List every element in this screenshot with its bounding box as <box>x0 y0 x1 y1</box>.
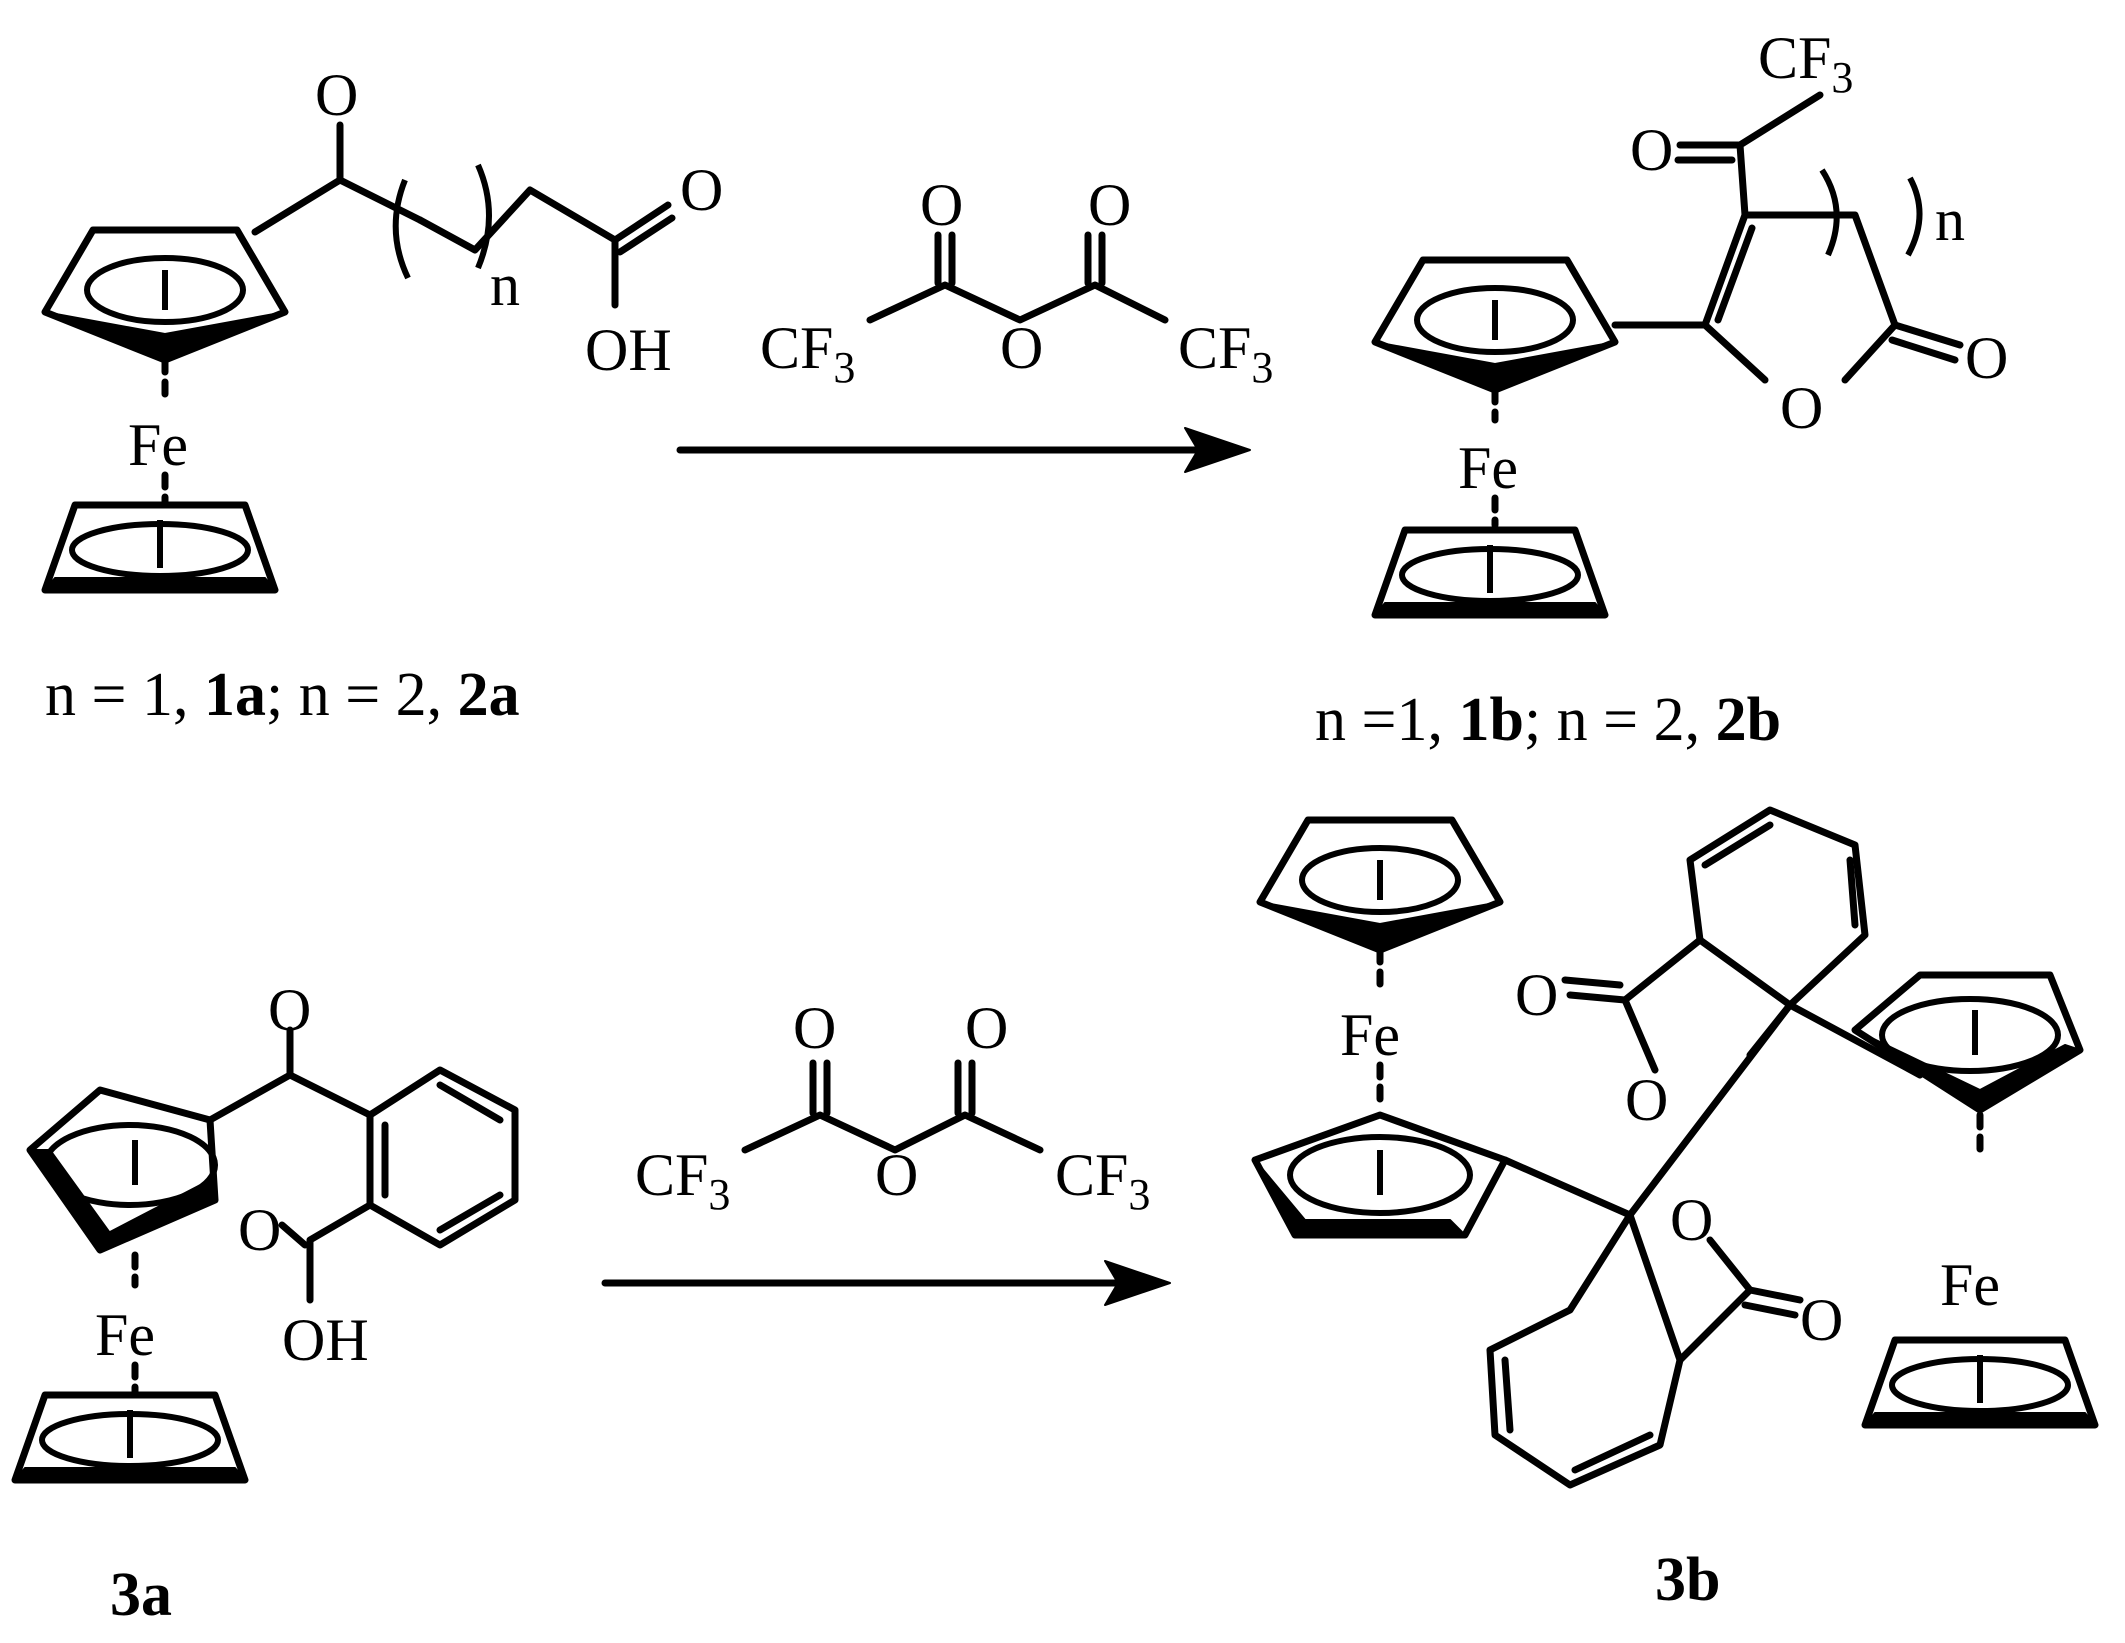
ketone-oxygen: O <box>315 62 358 128</box>
iron-atom: Fe <box>1458 435 1518 501</box>
lower-ring-oxygen: O <box>1670 1187 1713 1253</box>
reagent-tfaa-bottom: O O CF3 O CF3 <box>635 995 1150 1219</box>
reagent-tfaa-top: O O CF3 O CF3 <box>760 172 1273 392</box>
label-1a-2a: n = 1, 1a; n = 2, 2a <box>45 661 520 729</box>
structure-1b-2b: Fe O O n O CF3 <box>1375 25 2008 615</box>
iron-atom-right: Fe <box>1940 1252 2000 1318</box>
cf3-right: CF3 <box>1055 1142 1150 1219</box>
iron-atom: Fe <box>95 1302 155 1368</box>
lactone-carbonyl-oxygen: O <box>1965 325 2008 391</box>
ring-oxygen: O <box>1780 375 1823 441</box>
reaction-arrow-top <box>676 427 1251 473</box>
tfaa-oxygen-1: O <box>793 995 836 1061</box>
acid-oxygen: O <box>680 157 723 223</box>
upper-ring-oxygen: O <box>1625 1067 1668 1133</box>
ketone-oxygen: O <box>268 977 311 1043</box>
lower-carbonyl-oxygen: O <box>1800 1287 1843 1353</box>
tfaa-oxygen-2: O <box>1088 172 1131 238</box>
upper-carbonyl-oxygen: O <box>1515 962 1558 1028</box>
label-1b-2b: n =1, 1b; n = 2, 2b <box>1315 686 1781 754</box>
label-3a: 3a <box>110 1561 172 1629</box>
acyl-oxygen: O <box>1630 117 1673 183</box>
anhydride-oxygen: O <box>1000 315 1043 381</box>
repeat-n: n <box>1935 187 1965 253</box>
cf3-right: CF3 <box>1178 315 1273 392</box>
structure-3b: Fe O O Fe O O <box>1251 806 2095 1489</box>
cf3-acyl: CF3 <box>1758 25 1853 102</box>
structure-3a: Fe O O OH <box>15 977 519 1480</box>
iron-atom: Fe <box>128 412 188 478</box>
repeat-n: n <box>490 252 520 318</box>
anhydride-oxygen: O <box>875 1142 918 1208</box>
acid-oh: OH <box>585 317 672 383</box>
iron-atom-left: Fe <box>1340 1002 1400 1068</box>
structure-1a-2a: Fe O n O OH <box>45 62 723 590</box>
acid-oxygen: O <box>238 1197 281 1263</box>
label-3b: 3b <box>1655 1546 1720 1614</box>
tfaa-oxygen-1: O <box>920 172 963 238</box>
cf3-left: CF3 <box>760 315 855 392</box>
reaction-arrow-bottom <box>601 1260 1171 1306</box>
cf3-left: CF3 <box>635 1142 730 1219</box>
acid-oh: OH <box>282 1307 369 1373</box>
tfaa-oxygen-2: O <box>965 995 1008 1061</box>
